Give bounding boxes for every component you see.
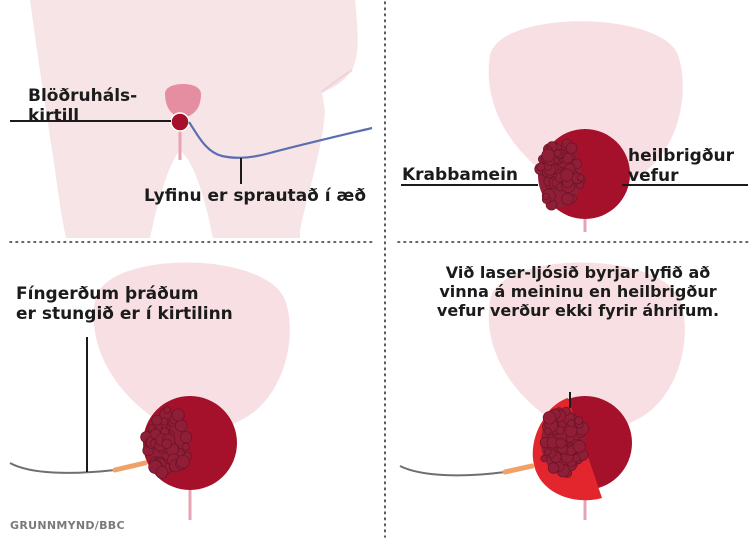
bladder-small xyxy=(165,84,201,118)
tumor-cluster xyxy=(534,138,586,211)
healthy-label-line-2: vefur xyxy=(628,166,679,187)
bottom-right-panel xyxy=(399,262,685,520)
laser-label-line-1: Við laser-ljósið byrjar lyfið að xyxy=(445,263,711,282)
top-left-panel xyxy=(10,0,373,238)
top-right-panel xyxy=(401,21,748,232)
bladder-large xyxy=(488,262,685,434)
bladder-large xyxy=(488,21,683,192)
bottom-left-panel xyxy=(9,262,290,520)
image-credit: GRUNNMYND/BBC xyxy=(10,519,125,532)
vein-line xyxy=(188,121,373,159)
injection-label: Lyfinu er sprautað í æð xyxy=(144,186,366,206)
gland-label: Blöðruháls- kirtill xyxy=(28,86,137,126)
fiber-optic-line xyxy=(9,462,116,474)
laser-label-line-3: vefur verður ekki fyrir áhrifum. xyxy=(436,300,720,320)
tumor-cluster xyxy=(140,406,193,479)
tumor-cluster xyxy=(539,406,590,478)
bladder-large xyxy=(93,262,290,434)
fiber-tip xyxy=(112,460,148,473)
body-silhouette xyxy=(30,0,358,238)
healthy-label-line-1: heilbrigður xyxy=(628,146,735,166)
threads-label: Fíngerðum þráðum er stungið er í kirtili… xyxy=(16,284,233,324)
healthy-tissue-label: heilbrigður vefur xyxy=(628,146,734,186)
gland-label-line-2: kirtill xyxy=(28,106,80,127)
laser-label-line-2: vinna á meininu en heilbrigður xyxy=(439,281,717,301)
threads-label-line-2: er stungið er í kirtilinn xyxy=(16,304,233,325)
dividers xyxy=(9,1,749,538)
prostate-gland-dot xyxy=(170,112,190,132)
arm-contour xyxy=(321,69,353,93)
cancer-label: Krabbamein xyxy=(402,165,519,185)
laser-label: Við laser-ljósið byrjar lyfið að vinna á… xyxy=(420,263,736,321)
threads-label-line-1: Fíngerðum þráðum xyxy=(16,284,199,304)
gland-label-line-1: Blöðruháls- xyxy=(28,86,138,106)
fiber-optic-line xyxy=(399,465,506,477)
fiber-tip xyxy=(502,463,535,475)
